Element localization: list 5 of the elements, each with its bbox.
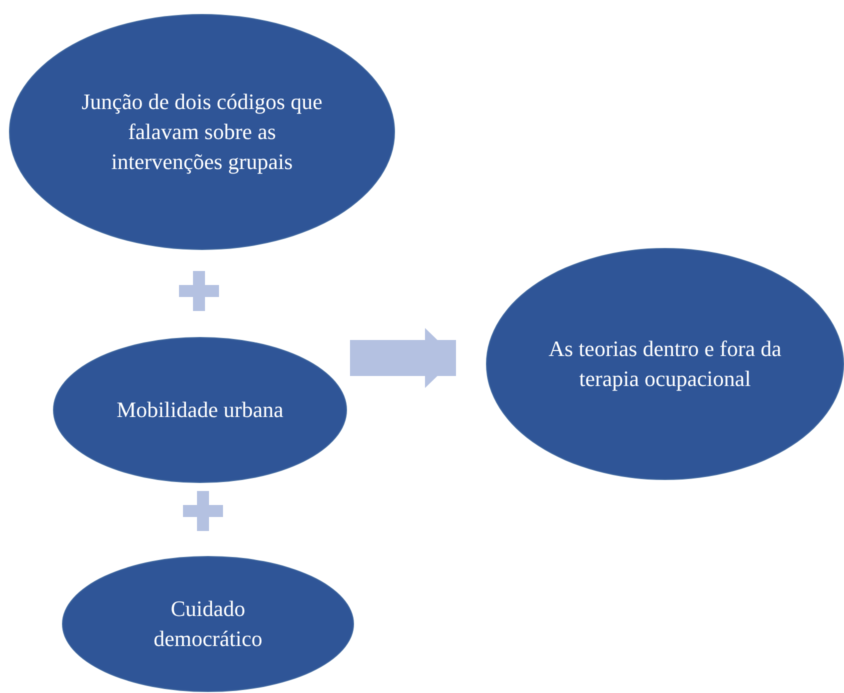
node-label: Cuidado democrático	[152, 595, 264, 653]
node-label: Junção de dois códigos que falavam sobre as intervenções grupais	[80, 88, 324, 176]
node-label: As teorias dentro e fora da terapia ocupacional	[548, 335, 782, 393]
node-label: Mobilidade urbana	[116, 396, 284, 424]
block-arrow	[350, 328, 456, 388]
